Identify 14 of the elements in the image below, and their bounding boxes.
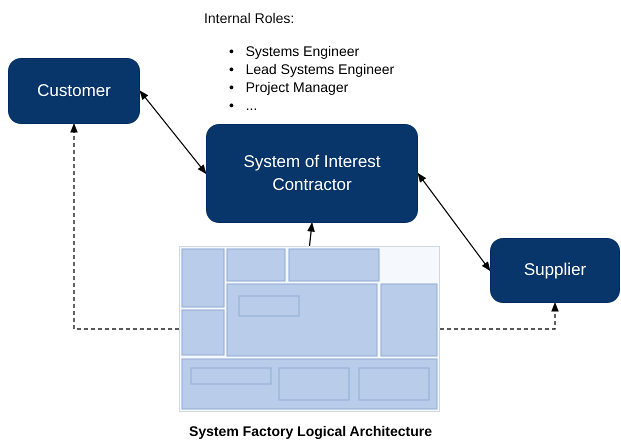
arrow [70, 123, 179, 330]
process-box: Customer [8, 58, 140, 124]
list-item: • Lead Systems Engineer [229, 60, 394, 78]
heading-text: Internal Roles: [204, 10, 294, 26]
arrow [417, 172, 491, 272]
arrow [139, 90, 207, 174]
process-box: System of Interest Contractor [206, 124, 418, 223]
caption: System Factory Logical Architecture [188, 423, 432, 439]
list-item: • ... [229, 96, 258, 114]
process-box: Supplier [490, 238, 620, 303]
list-item: • Project Manager [229, 78, 350, 96]
arrow [307, 222, 315, 246]
arrow [440, 302, 559, 330]
list-item: • Systems Engineer [229, 42, 360, 60]
